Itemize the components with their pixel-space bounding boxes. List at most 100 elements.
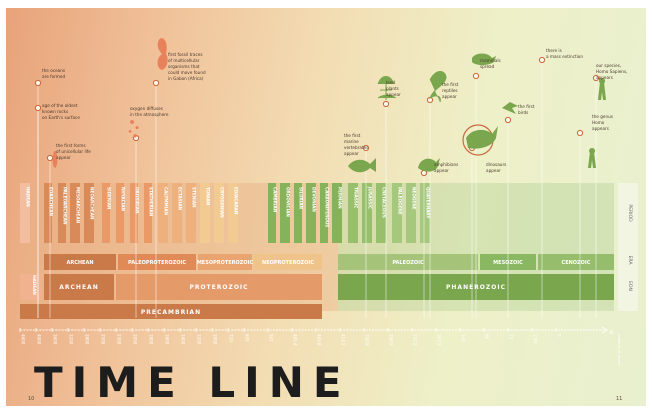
tick-label: 2500 [100, 334, 105, 345]
axis-tick: 635 [243, 328, 249, 342]
period-cell [306, 183, 316, 243]
period-cell [228, 183, 238, 243]
period-cell [58, 183, 66, 243]
axis-tick: 0 [555, 328, 561, 337]
event-marker [46, 154, 54, 162]
axis-tick: 1200 [195, 328, 201, 345]
axis-tick: 23 [507, 328, 513, 340]
tick-label: 1800 [148, 334, 153, 345]
era-cell [538, 254, 614, 270]
plant-icon [377, 76, 397, 100]
row-label-era: ERA [627, 255, 633, 265]
event-marker [576, 129, 584, 137]
period-cell [376, 183, 386, 243]
axis-end-zero: 0 [610, 330, 613, 335]
tick-label: 4600 [20, 334, 25, 345]
period-silurian: SILURIAN [294, 183, 304, 243]
tick-label: 541 [268, 334, 273, 342]
event-label-sapiens: our species, Homo Sapiens, appears [596, 63, 628, 80]
period-label: HADEAN [26, 187, 31, 207]
tick-label: 720 [228, 334, 233, 342]
period-mesoarchean: MESOARCHEAN [70, 183, 81, 243]
row-label-period: PERIOD [627, 204, 633, 222]
event-label-unicellular: the first forms of unicellular life appe… [56, 143, 91, 160]
tick-label: 3600 [52, 334, 57, 345]
event-label-homo: the genus Homo appears [592, 114, 613, 131]
axis-tick: 1600 [163, 328, 169, 345]
period-cell [84, 183, 94, 243]
event-label-multicellular: first fossil traces of multicellular org… [168, 52, 206, 81]
axis-arrow-icon [601, 326, 608, 334]
supereon-precambrian [20, 304, 322, 319]
eon-label: HADEAN [32, 275, 37, 295]
period-label: CAMBRIAN [273, 187, 278, 213]
row-label-column [618, 183, 638, 311]
era-label: ARCHEAN [66, 260, 93, 266]
period-ordovician: ORDOVICIAN [280, 183, 291, 243]
axis-tick: 298.9 [387, 328, 393, 346]
tick-label: 635 [244, 334, 249, 342]
period-orosirian: OROSIRIAN [130, 183, 140, 243]
tick-label: 485.4 [292, 334, 297, 346]
tick-label: 201.3 [436, 334, 441, 346]
period-cell [20, 183, 30, 243]
tick-label: 3200 [68, 334, 73, 345]
era-label: MESOPROTEROZOIC [197, 260, 254, 266]
axis-tick: 201.3 [435, 328, 441, 346]
period-label: ORDOVICIAN [286, 187, 291, 217]
event-label-amphibians: amphibians appear [434, 162, 459, 173]
event-oldest-rocks [34, 104, 42, 318]
period-quaternary: QUATERNARY [420, 183, 431, 243]
axis-end-label: millions of years [617, 334, 622, 365]
period-label: JURASSIC [368, 186, 373, 209]
bubbles-icon [128, 120, 139, 138]
event-land-plants [382, 100, 390, 318]
period-cell [320, 183, 328, 243]
period-cretaceous: CRETACEOUS [376, 183, 387, 243]
tick-label: 298.9 [388, 334, 393, 346]
axis-tick: 443.8 [315, 328, 321, 346]
page-title: TIME LINE [34, 358, 351, 406]
axis-tick: 252.2 [411, 328, 417, 346]
period-cell [44, 183, 52, 243]
period-label: OROSIRIAN [135, 187, 140, 214]
event-label-oxygen: oxygen diffuses in the atmosphere [130, 106, 169, 117]
period-label: EOARCHEAN [49, 187, 54, 216]
period-ectasian: ECTASIAN [172, 183, 183, 243]
event-multicellular [152, 79, 160, 318]
period-siderian: SIDERIAN [102, 183, 112, 243]
event-marker [538, 56, 546, 64]
tick-label: 1200 [196, 334, 201, 345]
tick-label: 2800 [84, 334, 89, 345]
event-mammals [472, 72, 480, 318]
tick-label: 2.58 [532, 334, 537, 343]
axis-tick: 358.9 [363, 328, 369, 346]
period-label: NEOGENE [412, 187, 417, 210]
event-unicellular [46, 154, 54, 318]
period-devonian: DEVONIAN [306, 183, 317, 243]
amphibian-icon [418, 158, 440, 172]
period-label: MESOARCHEAN [76, 187, 81, 224]
era-paleoproterozoic: PALEOPROTEROZOIC [118, 254, 196, 270]
period-triassic: TRIASSIC [348, 183, 359, 243]
era-cell [44, 254, 116, 270]
tick-label: 1600 [164, 334, 169, 345]
event-sapiens [592, 74, 600, 318]
event-label-land-plants: land plants appear [386, 80, 401, 97]
tick-label: 252.2 [412, 334, 417, 346]
period-tonian: TONIAN [200, 183, 211, 243]
tick-label: 419.2 [340, 334, 345, 346]
supereon-label: PRECAMBRIAN [141, 309, 201, 316]
event-marker [382, 100, 390, 108]
multicellular-organism-icon [157, 38, 168, 70]
period-carboniferous: CARBONIFEROUS [320, 183, 330, 243]
period-cell [172, 183, 182, 243]
eon-cell [20, 274, 42, 300]
period-cell [102, 183, 110, 243]
event-marker [34, 104, 42, 112]
era-label: NEOPROTEROZOIC [262, 260, 314, 266]
period-cell [186, 183, 196, 243]
period-label: SILURIAN [299, 187, 304, 210]
eon-archean-block [44, 274, 114, 300]
